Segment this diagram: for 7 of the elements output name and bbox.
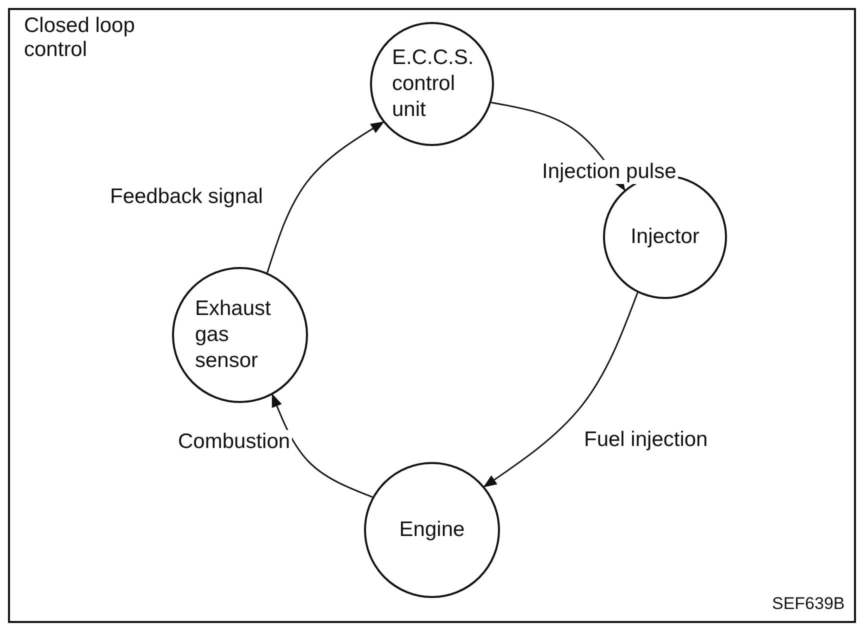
node-label: Injector: [630, 224, 700, 250]
node-label: Engine: [399, 516, 465, 543]
node-label: Exhaust gas sensor: [195, 296, 272, 374]
arrow: [266, 122, 384, 273]
arrow: [483, 292, 638, 488]
node-label: E.C.C.S. control unit: [392, 44, 472, 124]
arrow: [272, 394, 373, 498]
